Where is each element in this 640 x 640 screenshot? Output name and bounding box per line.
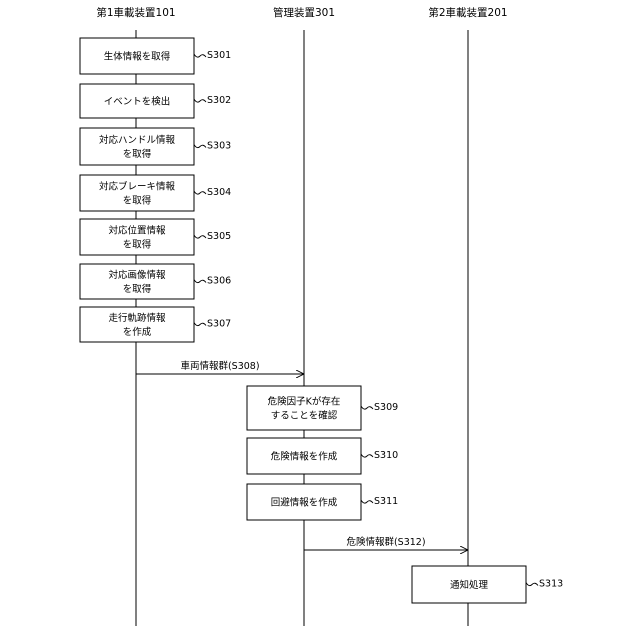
step-label: を取得 (123, 239, 152, 251)
lifeline-header-v2: 第2車載装置201 (428, 6, 507, 19)
step-label: 対応位置情報 (108, 225, 166, 237)
step-code-leader (194, 54, 206, 57)
step-code: S311 (374, 496, 398, 507)
step-label: を作成 (123, 326, 152, 338)
step-code: S309 (374, 402, 398, 413)
step-code: S310 (374, 450, 398, 461)
step-label: 対応ブレーキ情報 (99, 181, 176, 193)
step-label: 危険因子Kが存在 (268, 396, 341, 408)
process-step-s304: 対応ブレーキ情報を取得 S304 (80, 175, 231, 211)
step-code-leader (361, 454, 373, 457)
step-code: S306 (207, 276, 231, 287)
step-label: を取得 (123, 148, 152, 160)
step-label: 回避情報を作成 (271, 497, 338, 509)
step-code: S303 (207, 141, 231, 152)
step-label: 通知処理 (450, 579, 489, 591)
message-label: 危険情報群(S312) (346, 536, 425, 548)
message-label: 車両情報群(S308) (180, 360, 259, 372)
step-label: イベントを検出 (104, 96, 171, 108)
step-code-leader (361, 406, 373, 409)
process-step-s302: イベントを検出 S302 (80, 84, 231, 118)
lifeline-header-v1: 第1車載装置101 (96, 6, 175, 19)
process-step-s313: 通知処理 S313 (412, 566, 563, 603)
step-label: 対応画像情報 (108, 269, 166, 281)
step-label: を取得 (123, 283, 152, 295)
step-code: S305 (207, 231, 231, 242)
step-code-leader (194, 280, 206, 283)
lifeline-header-mgr: 管理装置301 (273, 6, 335, 19)
process-step-s301: 生体情報を取得 S301 (80, 38, 231, 74)
step-code: S304 (207, 187, 231, 198)
process-step-s307: 走行軌跡情報を作成 S307 (80, 307, 231, 342)
step-label: 走行軌跡情報 (108, 312, 166, 324)
step-code-leader (194, 145, 206, 148)
step-code-leader (194, 323, 206, 326)
step-code: S301 (207, 50, 231, 61)
step-code-leader (194, 235, 206, 238)
process-step-s303: 対応ハンドル情報を取得 S303 (80, 128, 231, 165)
step-code: S302 (207, 95, 231, 106)
step-box (247, 386, 361, 430)
process-step-s310: 危険情報を作成 S310 (247, 438, 398, 474)
step-code: S313 (539, 579, 563, 590)
step-code: S307 (207, 319, 231, 330)
step-code-leader (194, 99, 206, 102)
step-label: 危険情報を作成 (271, 451, 338, 463)
step-label: 対応ハンドル情報 (99, 134, 176, 146)
step-label: 生体情報を取得 (104, 51, 171, 63)
step-label: を取得 (123, 195, 152, 207)
step-code-leader (194, 191, 206, 194)
process-step-s309: 危険因子Kが存在することを確認 S309 (247, 386, 398, 430)
process-step-s311: 回避情報を作成 S311 (247, 484, 398, 520)
process-step-s305: 対応位置情報を取得 S305 (80, 219, 231, 255)
step-label: することを確認 (271, 410, 338, 422)
step-code-leader (526, 583, 538, 586)
step-code-leader (361, 500, 373, 503)
process-step-s306: 対応画像情報を取得 S306 (80, 264, 231, 299)
